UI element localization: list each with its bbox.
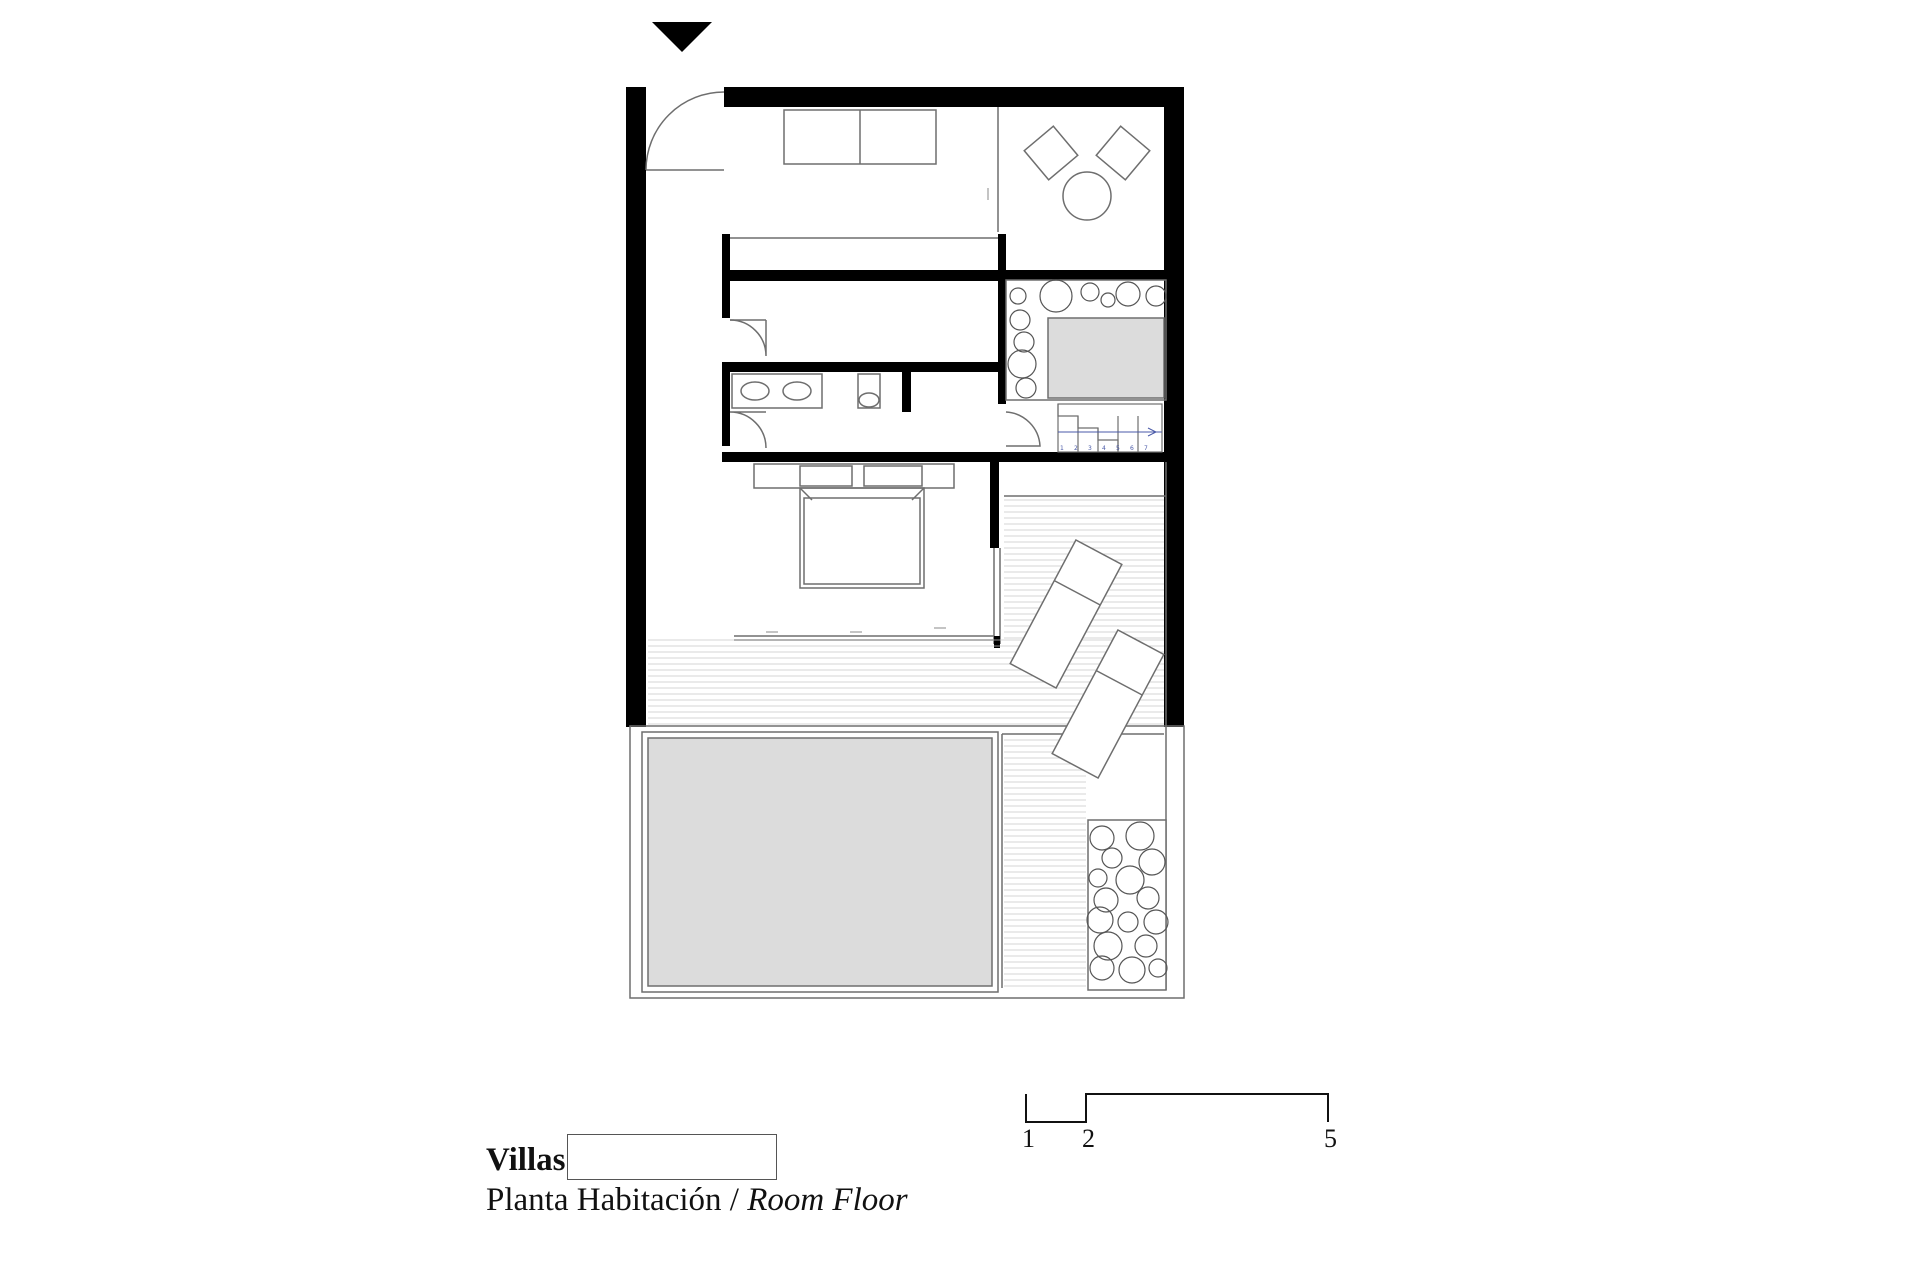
terrace-decking <box>648 499 1164 987</box>
bathroom-fixtures <box>731 373 881 409</box>
stair <box>1057 403 1163 453</box>
plant-icon <box>1148 958 1168 978</box>
plant-icon <box>1118 956 1146 984</box>
plant-icon <box>1125 821 1155 851</box>
subtitle-spanish: Planta Habitación / <box>486 1182 739 1218</box>
garden-plant-icons <box>1086 821 1169 984</box>
stair-step-number: 6 <box>1130 445 1134 452</box>
stair-step-number: 2 <box>1074 445 1078 452</box>
lounge-furniture <box>1023 125 1151 221</box>
subtitle-english: Room Floor <box>747 1182 908 1218</box>
stair-step-number: 5 <box>1116 445 1120 452</box>
sofa <box>783 109 937 165</box>
stair-step-number: 7 <box>1144 445 1148 452</box>
garden-planter <box>1087 819 1167 991</box>
scale-tick-5: 5 <box>1324 1124 1337 1153</box>
scale-tick-1: 1 <box>1022 1124 1035 1153</box>
plant-icon <box>1088 868 1108 888</box>
plant-icon <box>1089 825 1115 851</box>
plant-icon <box>1093 931 1123 961</box>
stair-step-number: 1 <box>1060 445 1064 452</box>
plant-icon <box>1101 847 1123 869</box>
stair-step-labels: 1 2 3 4 5 6 7 <box>1060 445 1148 452</box>
bathroom-doors <box>729 319 1041 449</box>
courtyard-planter <box>1005 279 1167 401</box>
stair-step-number: 4 <box>1102 445 1106 452</box>
scale-tick-2: 2 <box>1082 1124 1095 1153</box>
plant-icon <box>1134 934 1158 958</box>
stair-step-number: 3 <box>1088 445 1092 452</box>
scale-bar <box>1025 1093 1329 1123</box>
plant-icon <box>1089 955 1115 981</box>
sun-loungers <box>1009 538 1165 780</box>
plant-icon <box>1143 909 1169 935</box>
drawing-title: Villas <box>486 1142 566 1178</box>
bedroom-sliding-doors <box>734 548 1001 644</box>
bed <box>753 463 955 589</box>
entry-door <box>645 91 725 171</box>
title-block: Villas Planta Habitación / Room Floor <box>486 1130 908 1219</box>
pool <box>641 731 999 993</box>
plant-icon <box>1138 848 1166 876</box>
plant-icon <box>1136 886 1160 910</box>
interior-walls <box>722 234 1168 548</box>
sliding-door-post <box>994 636 1000 648</box>
plant-icons <box>1007 279 1167 399</box>
entrance-arrow-icon <box>652 22 712 52</box>
outer-walls <box>626 87 1184 727</box>
plant-icon <box>1093 887 1119 913</box>
plant-icon <box>1086 906 1114 934</box>
plant-icon <box>1117 911 1139 933</box>
plant-icon <box>1115 865 1145 895</box>
drawing-subtitle: Planta Habitación / Room Floor <box>486 1182 908 1219</box>
title-box <box>567 1134 778 1180</box>
